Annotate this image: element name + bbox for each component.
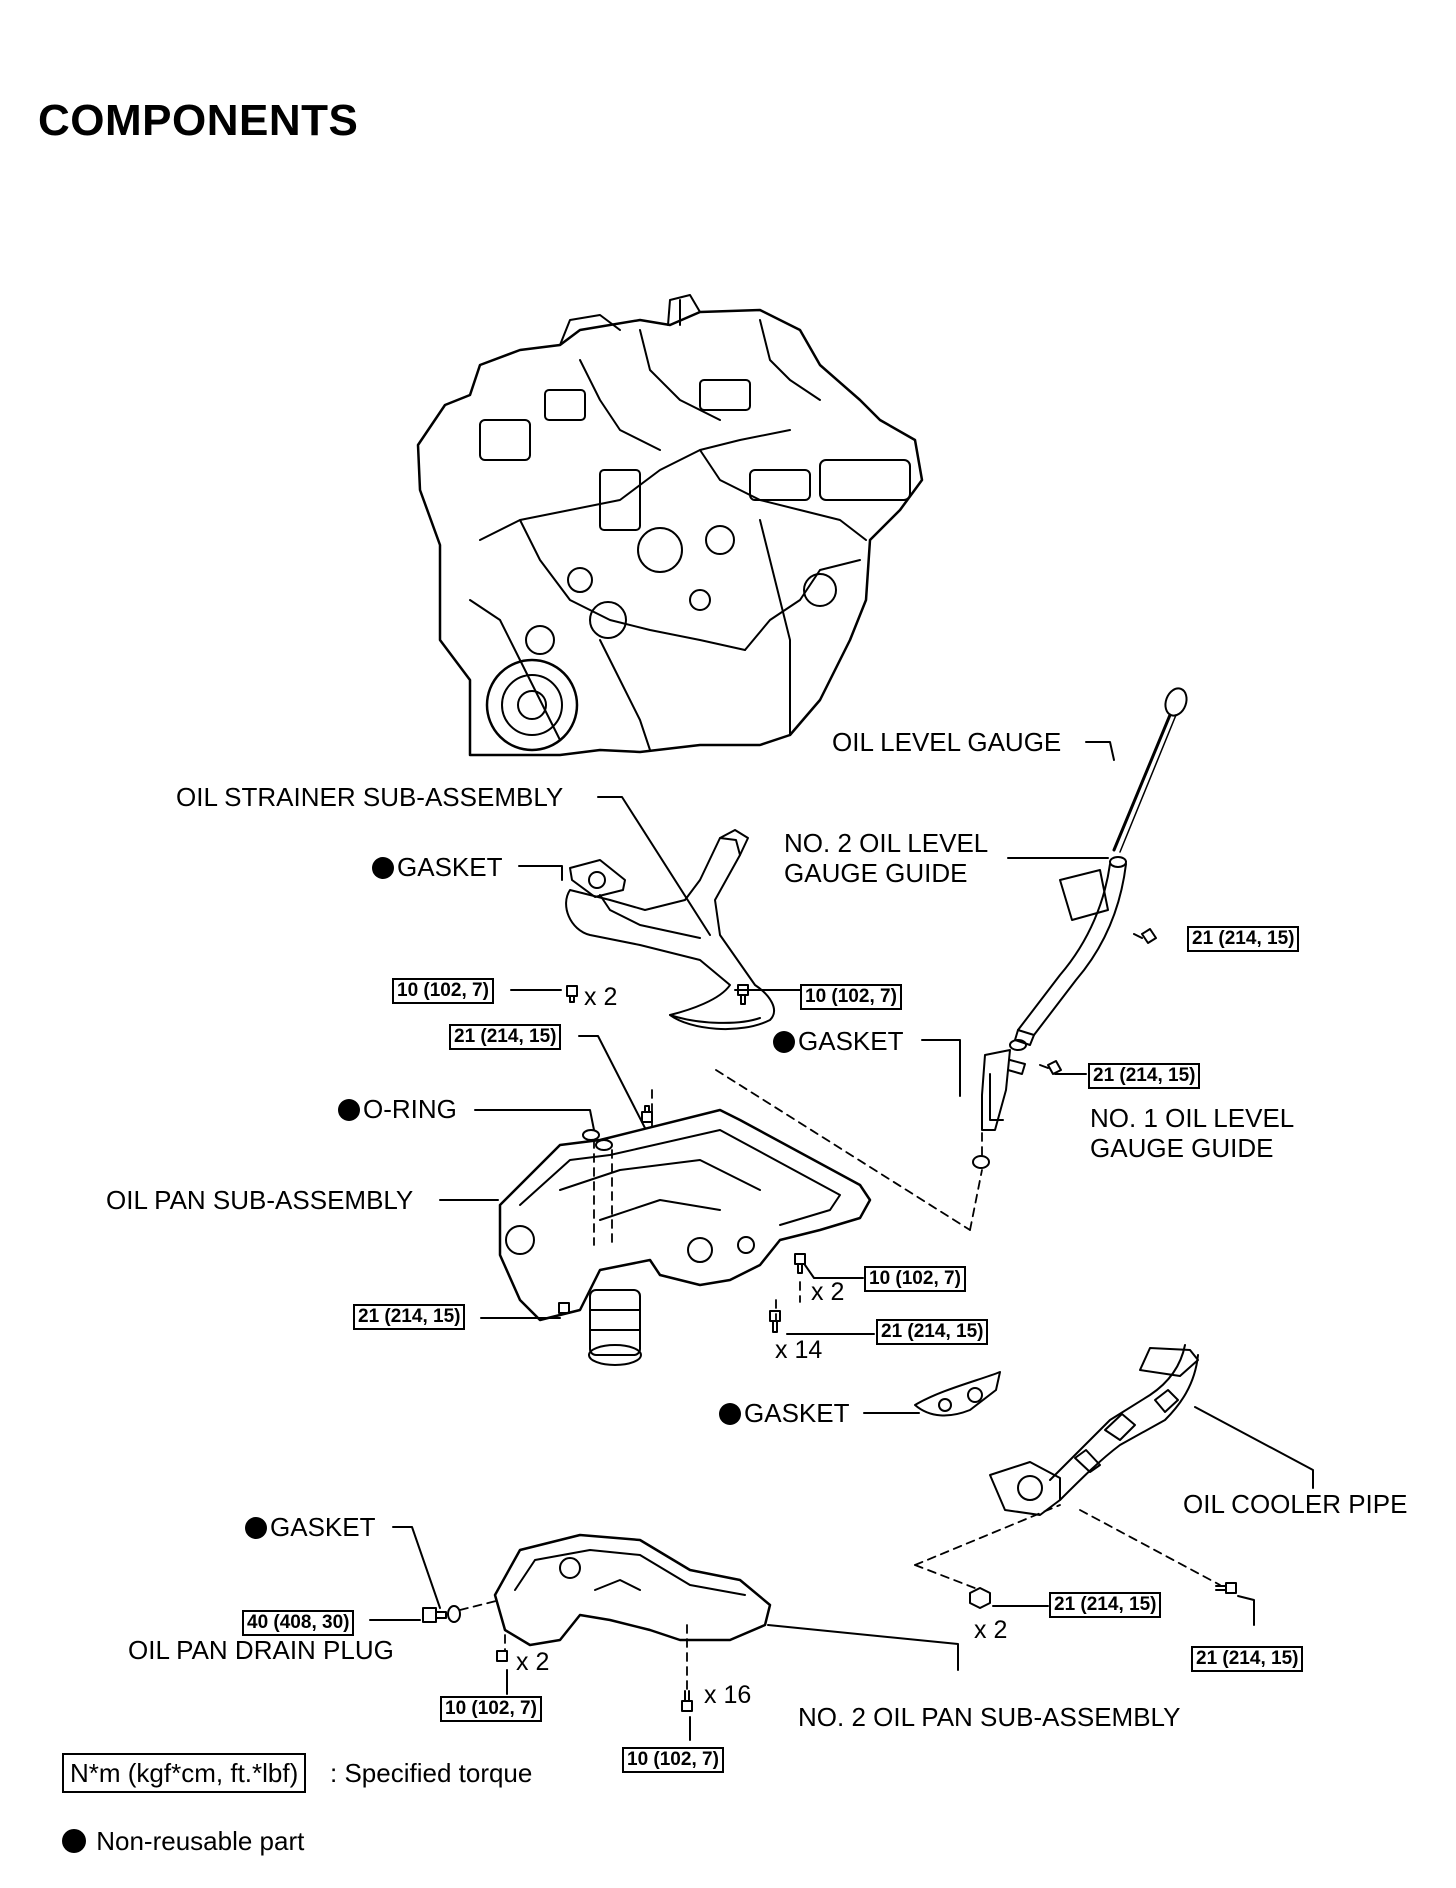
bolt-icon xyxy=(794,1253,806,1274)
no2-oil-pan-illustration xyxy=(493,1533,772,1647)
bolt-icon xyxy=(1215,1582,1237,1594)
non-reusable-dot-icon xyxy=(245,1517,267,1539)
torque-spec: 40 (408, 30) xyxy=(242,1610,355,1636)
drain-plug-gasket-illustration xyxy=(447,1605,461,1623)
no2-oil-level-gauge-guide-illustration xyxy=(1014,856,1127,1046)
non-reusable-dot-icon xyxy=(338,1099,360,1121)
drain-plug-illustration xyxy=(422,1607,447,1623)
torque-legend-text: : Specified torque xyxy=(330,1758,533,1788)
quantity-label: x 16 xyxy=(704,1681,752,1709)
quantity-label: x 2 xyxy=(516,1648,550,1676)
torque-spec: 10 (102, 7) xyxy=(864,1266,966,1292)
bolt-icon xyxy=(566,985,578,1003)
o-ring-label: O-RING xyxy=(338,1094,457,1124)
o-ring-illustration xyxy=(582,1129,613,1151)
no1-gauge-guide-label: NO. 1 OIL LEVEL GAUGE GUIDE xyxy=(1090,1103,1295,1163)
nut-icon xyxy=(969,1587,991,1609)
torque-spec: 10 (102, 7) xyxy=(440,1696,542,1722)
drain-plug-label: OIL PAN DRAIN PLUG xyxy=(128,1635,394,1665)
torque-spec: 21 (214, 15) xyxy=(1088,1063,1201,1089)
torque-spec: 21 (214, 15) xyxy=(449,1024,562,1050)
oil-pan-illustration xyxy=(498,1108,872,1366)
oil-strainer-label: OIL STRAINER SUB-ASSEMBLY xyxy=(176,782,564,812)
bolt-icons xyxy=(496,928,1237,1712)
oil-strainer-illustration xyxy=(565,829,775,1030)
leader-lines xyxy=(369,741,1314,1741)
bolt-icon xyxy=(641,1105,653,1123)
page-title: COMPONENTS xyxy=(38,96,359,145)
bolt-icon xyxy=(496,1650,508,1662)
torque-spec: 10 (102, 7) xyxy=(622,1747,724,1773)
bolt-icon xyxy=(558,1302,570,1314)
drain-plug-gasket-label: GASKET xyxy=(245,1512,375,1542)
cooler-gasket-label: GASKET xyxy=(719,1398,849,1428)
bolt-icon xyxy=(737,984,749,1005)
torque-spec: 21 (214, 15) xyxy=(353,1304,466,1330)
gauge-guide-gasket-label: GASKET xyxy=(773,1026,903,1056)
oil-level-gauge-illustration xyxy=(1112,687,1188,853)
oil-cooler-pipe-illustration xyxy=(989,1344,1199,1516)
oil-pan-label: OIL PAN SUB-ASSEMBLY xyxy=(106,1185,414,1215)
oil-cooler-pipe-label: OIL COOLER PIPE xyxy=(1183,1489,1408,1519)
dashed-alignment-lines xyxy=(459,1069,1221,1692)
torque-legend-box: N*m (kgf*cm, ft.*lbf) xyxy=(62,1753,307,1793)
non-reusable-legend: Non-reusable part xyxy=(62,1825,304,1857)
no2-oil-pan-label: NO. 2 OIL PAN SUB-ASSEMBLY xyxy=(798,1702,1181,1732)
non-reusable-dot-icon xyxy=(372,857,394,879)
torque-spec: 10 (102, 7) xyxy=(392,978,494,1004)
strainer-gasket-illustration xyxy=(569,859,626,898)
torque-spec: 21 (214, 15) xyxy=(1187,926,1300,952)
bolt-icon xyxy=(769,1310,781,1333)
non-reusable-dot-icon xyxy=(62,1829,86,1853)
strainer-gasket-label: GASKET xyxy=(372,852,502,882)
torque-spec: 10 (102, 7) xyxy=(800,984,902,1010)
non-reusable-dot-icon xyxy=(773,1031,795,1053)
quantity-label: x 2 xyxy=(584,983,618,1011)
engine-illustration xyxy=(416,294,924,757)
bolt-icon xyxy=(1133,928,1157,944)
torque-spec: 21 (214, 15) xyxy=(1049,1592,1162,1618)
non-reusable-dot-icon xyxy=(719,1403,741,1425)
oil-level-gauge-label: OIL LEVEL GAUGE xyxy=(832,727,1062,757)
no1-oil-level-gauge-guide-illustration xyxy=(972,1039,1027,1169)
quantity-label: x 14 xyxy=(775,1336,823,1364)
quantity-label: x 2 xyxy=(811,1278,845,1306)
torque-spec: 21 (214, 15) xyxy=(876,1319,989,1345)
bolt-icon xyxy=(1039,1060,1062,1075)
quantity-label: x 2 xyxy=(974,1616,1008,1644)
no2-gauge-guide-label: NO. 2 OIL LEVEL GAUGE GUIDE xyxy=(784,828,989,888)
torque-spec: 21 (214, 15) xyxy=(1191,1646,1304,1672)
bolt-icon xyxy=(681,1690,693,1712)
cooler-gasket-illustration xyxy=(914,1371,1001,1417)
